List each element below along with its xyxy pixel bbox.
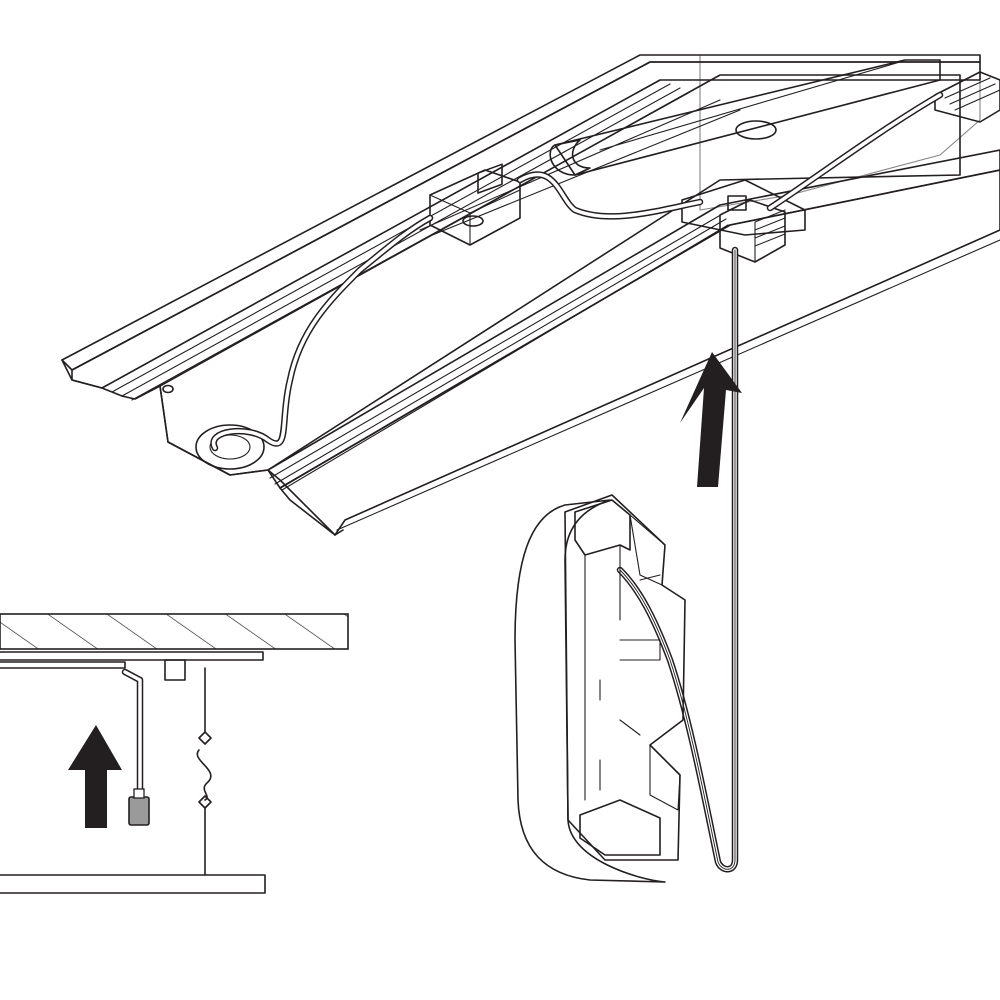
inset-bracket xyxy=(164,659,186,681)
rail-channel-shade xyxy=(699,54,981,211)
profile-end-cap xyxy=(514,494,686,883)
connector-left-clip xyxy=(477,163,503,194)
led-tube-end xyxy=(549,139,591,176)
end-cap-shell xyxy=(514,499,666,883)
connector-right-tab xyxy=(727,195,747,211)
led-tube-body xyxy=(554,59,941,176)
rail-profile xyxy=(61,54,1000,536)
rail-screw-hole xyxy=(162,384,174,394)
ceiling-mount-plate xyxy=(0,651,264,661)
rail-front-wall-edge xyxy=(336,229,1000,531)
wire-loop-left xyxy=(210,214,434,452)
up-arrow-main xyxy=(680,352,742,487)
wire-loop-left-inner xyxy=(211,216,432,450)
terminal-top-body xyxy=(934,71,1000,123)
rail-front-grooves xyxy=(269,212,729,491)
cable-plug-neck xyxy=(133,788,145,799)
ceiling-slab xyxy=(0,613,349,650)
connector-left-hole xyxy=(462,215,484,227)
connector-block-right xyxy=(681,179,806,263)
connector-right-pins xyxy=(754,209,786,263)
connector-block-left xyxy=(429,163,521,246)
end-cap-face xyxy=(564,494,686,861)
rail-cable-opening xyxy=(195,424,265,470)
rail-oval-slot xyxy=(735,120,777,140)
cable-plug xyxy=(128,796,150,826)
inset-cable-outline xyxy=(121,668,144,794)
connector-right-plate xyxy=(681,179,806,236)
rail-front-lip xyxy=(267,149,1000,489)
terminal-top-pins xyxy=(944,77,1000,111)
inset-cable-fill xyxy=(123,670,142,792)
inset-top-profile xyxy=(0,661,126,669)
inset-luminaire-bar xyxy=(0,874,266,894)
rail-channel-floor xyxy=(159,74,961,476)
end-cap-inner-bottom xyxy=(579,799,661,856)
wire-mid-inner xyxy=(518,172,702,219)
rail-groove-left xyxy=(101,79,691,401)
wire-gripper-bottom xyxy=(198,795,212,809)
wire-gripper-body xyxy=(196,749,212,801)
terminal-block-top xyxy=(934,71,1000,123)
connector-right-body xyxy=(719,199,786,263)
wire-mid xyxy=(516,171,704,220)
end-cap-side-slots xyxy=(629,514,681,811)
rail-front-wall xyxy=(279,169,1000,536)
internal-wiring xyxy=(210,91,944,452)
side-view-inset xyxy=(0,613,349,894)
rail-back-flange xyxy=(61,54,981,371)
up-arrow-side xyxy=(68,725,122,828)
wire-gripper-top xyxy=(198,731,212,745)
wire-to-terminal-inner xyxy=(768,93,942,210)
end-cap-inner-top xyxy=(574,499,631,556)
connector-left-top xyxy=(429,189,521,246)
cable-main-core xyxy=(619,249,736,870)
connection-cable xyxy=(616,246,739,873)
suspension-wire xyxy=(196,667,212,876)
end-cap-detail-lines xyxy=(584,544,661,801)
led-tube xyxy=(549,59,941,176)
